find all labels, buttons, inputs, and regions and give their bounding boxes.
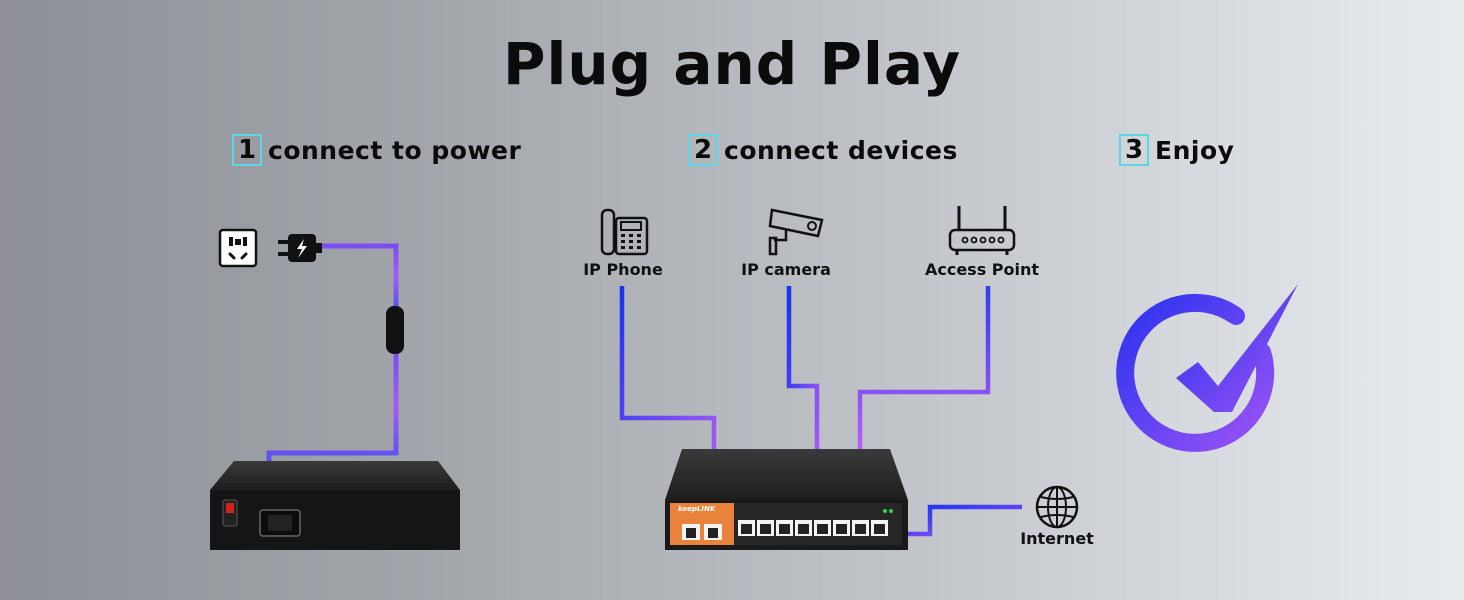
cable-ip-camera: [786, 286, 820, 454]
step-1-label: connect to power: [268, 135, 522, 165]
step-2-label: connect devices: [724, 135, 958, 165]
cable-internet: [908, 504, 1022, 537]
step-1-number: 1: [232, 134, 262, 166]
access-point-label: Access Point: [924, 260, 1040, 279]
step-1: 1 connect to power: [232, 132, 521, 168]
access-point-icon: [948, 206, 1016, 255]
page-title: Plug and Play: [502, 30, 962, 98]
internet-label: Internet: [1020, 529, 1094, 548]
ip-camera-icon: [768, 208, 824, 256]
globe-icon: [1035, 485, 1079, 529]
switch-brand: keepLINK: [678, 505, 716, 513]
ip-phone-icon: [600, 208, 649, 256]
power-plug-icon: [278, 234, 322, 262]
inline-switch: [386, 306, 404, 354]
power-supply-unit: [210, 461, 460, 550]
switch-ports: [682, 520, 888, 540]
ip-phone-label: IP Phone: [583, 260, 663, 279]
ip-camera-label: IP camera: [741, 260, 831, 279]
cable-ip-phone: [619, 286, 717, 454]
power-cable: [266, 243, 404, 462]
poe-switch: [665, 449, 908, 550]
step-3-number: 3: [1119, 134, 1149, 166]
checkmark-icon: [1116, 284, 1298, 452]
step-3: 3 Enjoy: [1119, 132, 1234, 168]
step-2: 2 connect devices: [688, 132, 958, 168]
step-3-label: Enjoy: [1155, 135, 1235, 165]
cable-access-point: [857, 286, 991, 454]
step-2-number: 2: [688, 134, 718, 166]
power-outlet-icon: [218, 228, 258, 268]
